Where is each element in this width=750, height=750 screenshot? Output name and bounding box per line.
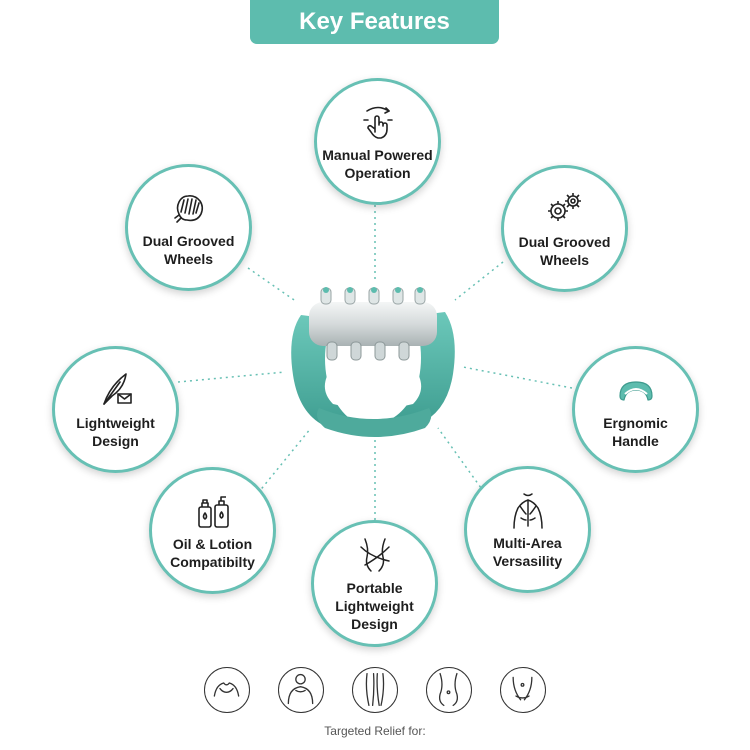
feature-label: Portable Lightweight Design xyxy=(335,579,414,632)
hips-icon xyxy=(500,667,546,713)
feature-label: Ergnomic Handle xyxy=(603,414,668,449)
gears-icon xyxy=(547,192,581,221)
feature-label: Multi-Area Versasility xyxy=(492,534,563,569)
feature-label: Dual Grooved Wheels xyxy=(142,232,235,267)
handle-icon xyxy=(618,380,653,401)
waist-icon xyxy=(426,667,472,713)
bottles-icon xyxy=(197,495,229,528)
feature-ergonomic-handle: Ergnomic Handle xyxy=(572,346,699,473)
feature-multi-area: Multi-Area Versasility xyxy=(464,466,591,593)
feature-manual-powered: Manual Powered Operation xyxy=(314,78,441,205)
key-features-banner: Key Features xyxy=(250,0,499,44)
targeted-relief-icons xyxy=(204,667,549,717)
upper-body-icon xyxy=(278,667,324,713)
feature-dual-grooved-wheels-right: Dual Grooved Wheels xyxy=(501,165,628,292)
feature-label: Manual Powered Operation xyxy=(322,146,433,181)
banner-title: Key Features xyxy=(299,8,450,35)
shoulders-icon xyxy=(204,667,250,713)
massage-roller-image xyxy=(291,287,455,437)
feature-oil-lotion: Oil & Lotion Compatibilty xyxy=(149,467,276,594)
targeted-relief-caption: Targeted Relief for: xyxy=(324,724,426,738)
feature-lightweight-design: Lightweight Design xyxy=(52,346,179,473)
body-figure-icon xyxy=(359,537,390,572)
touch-swipe-icon xyxy=(362,106,393,139)
feature-label: Oil & Lotion Compatibilty xyxy=(170,535,255,570)
feature-portable: Portable Lightweight Design xyxy=(311,520,438,647)
feature-label: Lightweight Design xyxy=(76,414,155,449)
legs-icon xyxy=(352,667,398,713)
grooved-roller-icon xyxy=(173,194,203,223)
feature-dual-grooved-wheels-left: Dual Grooved Wheels xyxy=(125,164,252,291)
back-muscles-icon xyxy=(512,492,543,529)
feather-icon xyxy=(102,372,132,405)
feature-label: Dual Grooved Wheels xyxy=(518,233,611,268)
